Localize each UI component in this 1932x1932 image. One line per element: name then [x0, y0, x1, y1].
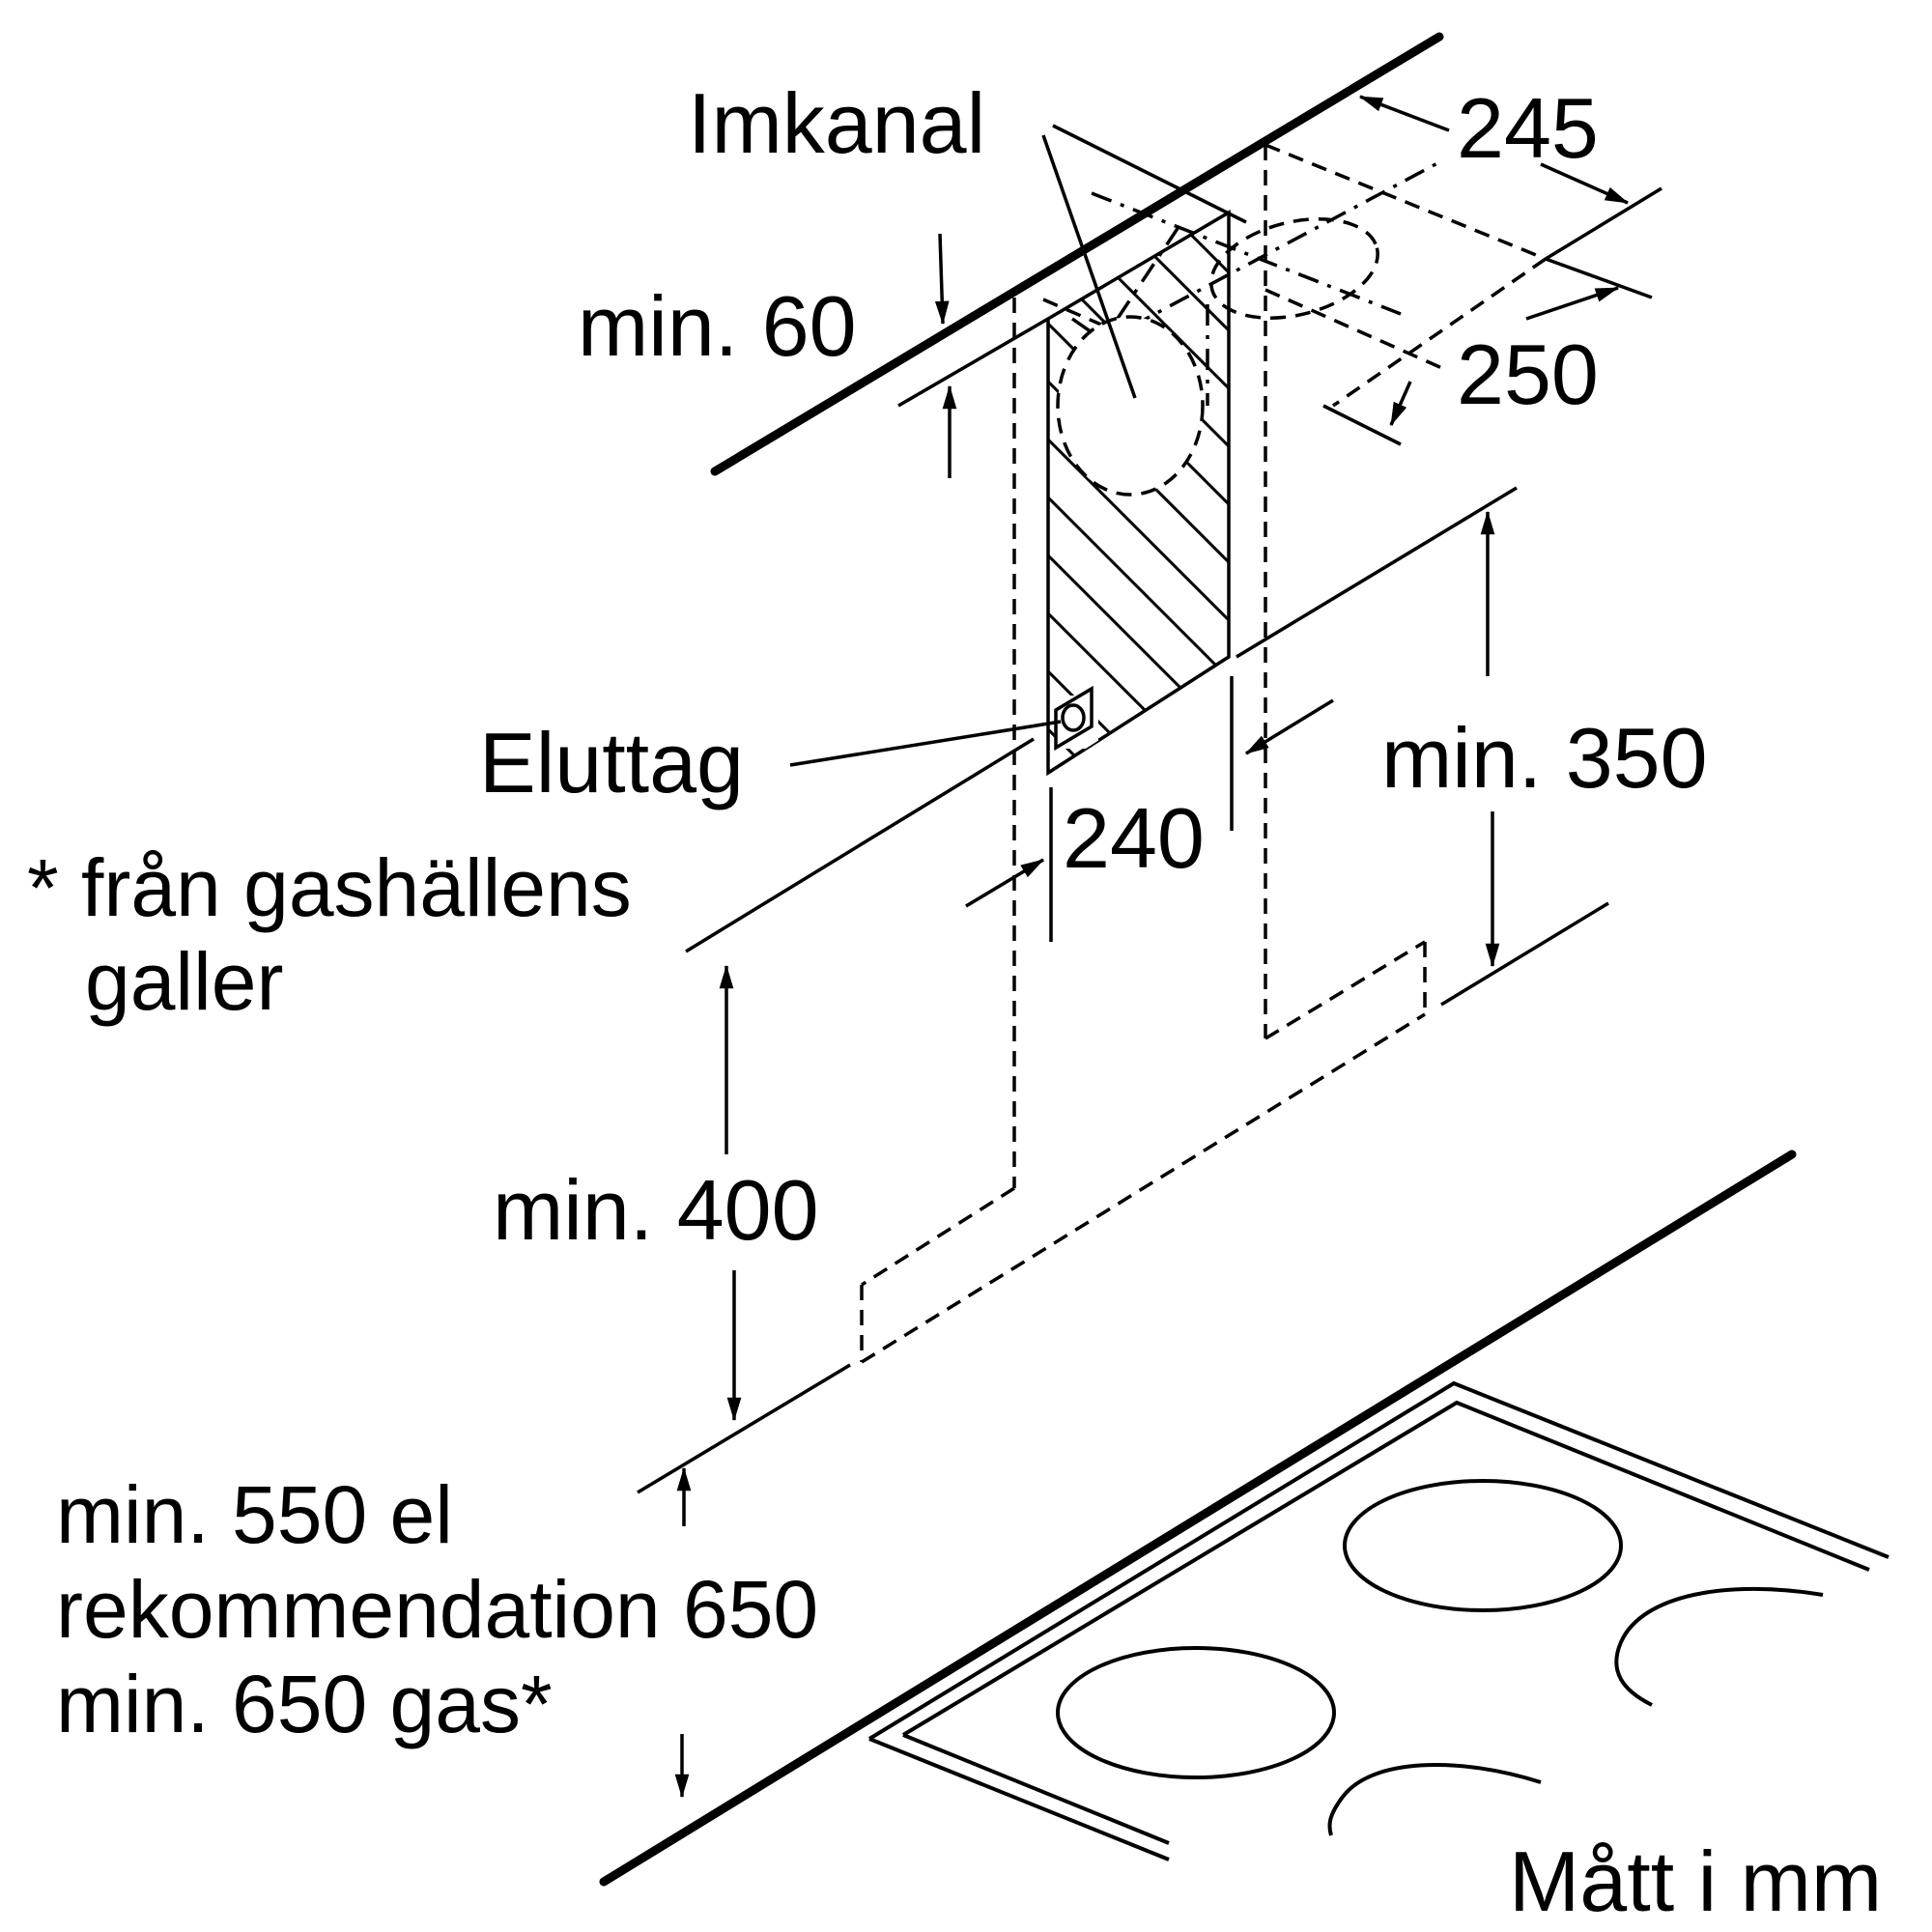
dim-250-label: 250	[1457, 327, 1599, 422]
cooking-zone-back-left	[1343, 1479, 1623, 1612]
duct-opening-wall	[1056, 315, 1205, 497]
dim-245	[1358, 95, 1662, 261]
height-note-line3: min. 650 gas*	[56, 1659, 553, 1749]
height-note-line1: min. 550 el	[56, 1469, 453, 1560]
dim-240	[965, 676, 1334, 942]
panel-bottom-lines	[685, 486, 1609, 1007]
gas-note-line1: * från gashällens	[27, 842, 632, 933]
height-note-line2: rekommendation 650	[56, 1564, 818, 1655]
duct-circle-ceiling	[1209, 217, 1379, 320]
gas-note-line2: galler	[85, 936, 283, 1027]
ceiling-line	[710, 32, 1444, 476]
socket-leader-line	[789, 720, 1062, 767]
dim-min-400	[637, 964, 851, 1494]
hob-front-line	[599, 1150, 1797, 1887]
hood-dashed-outline	[860, 143, 1547, 1364]
units-label: Mått i mm	[1509, 1833, 1882, 1929]
min-350-label: min. 350	[1381, 710, 1708, 806]
socket-icon	[1054, 685, 1094, 752]
dim-245-label: 245	[1457, 80, 1599, 176]
dim-250	[1322, 257, 1653, 446]
socket-label: Eluttag	[479, 715, 744, 810]
dim-240-label: 240	[1063, 790, 1205, 886]
cooking-zone-back-right	[1614, 1586, 1824, 1707]
cooking-zones	[1056, 1479, 1824, 1836]
cooking-zone-front-right	[1327, 1762, 1542, 1836]
hob-frame	[867, 1380, 1889, 1861]
top-gap-label: min. 60	[578, 278, 857, 374]
min-400-label: min. 400	[493, 1162, 819, 1258]
duct-leader-lines	[1041, 124, 1247, 399]
top-gap-dimension	[897, 233, 1049, 478]
cooking-zone-front-left	[1056, 1646, 1336, 1779]
dim-min-350	[1480, 510, 1500, 968]
dim-min-550	[674, 1466, 692, 1799]
wall-panel	[1046, 209, 1231, 777]
duct-label: Imkanal	[688, 75, 985, 171]
panel-hatching	[1048, 213, 1229, 773]
